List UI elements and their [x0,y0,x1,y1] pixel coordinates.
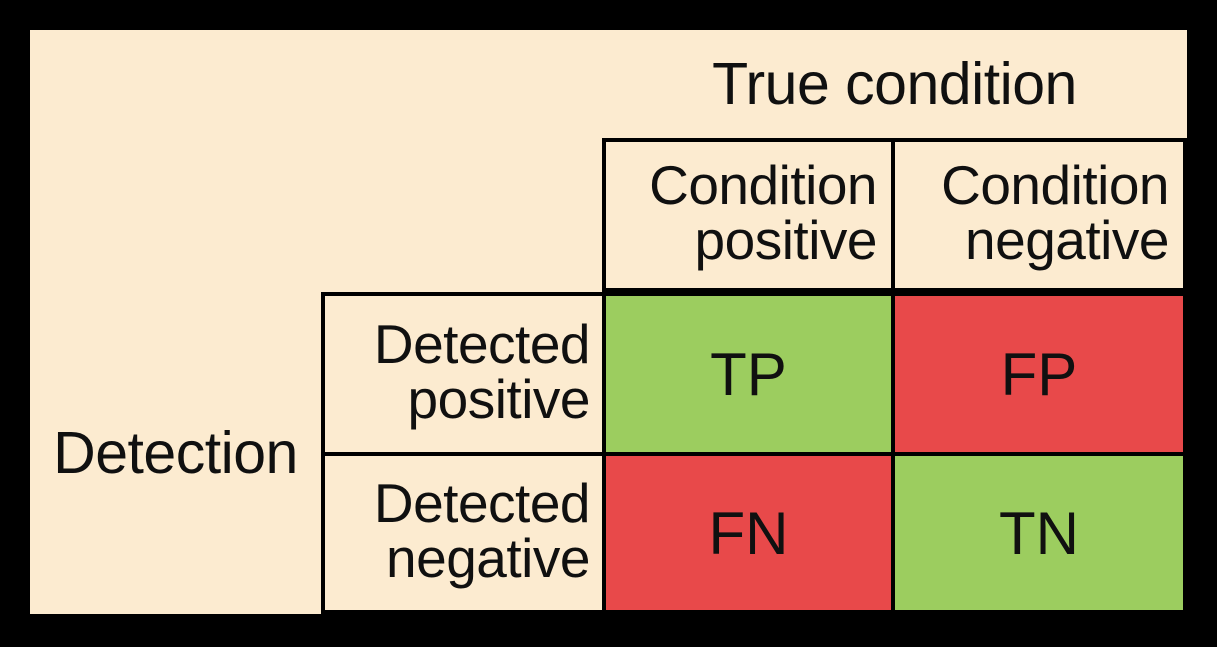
cell-true-positive: TP [602,292,895,456]
cell-false-positive: FP [891,292,1187,456]
row-axis-title: Detection [53,419,298,486]
row-header-detected-negative: Detected negative [321,452,606,614]
cell-false-negative: FN [602,452,895,614]
column-axis-title: True condition [712,50,1077,117]
cell-true-negative: TN [891,452,1187,614]
row-header-detected-positive: Detected positive [321,292,606,456]
matrix-surface: True condition Condition positive Condit… [30,30,1187,614]
column-header-condition-positive: Condition positive [602,138,895,292]
column-header-condition-negative: Condition negative [891,138,1187,292]
